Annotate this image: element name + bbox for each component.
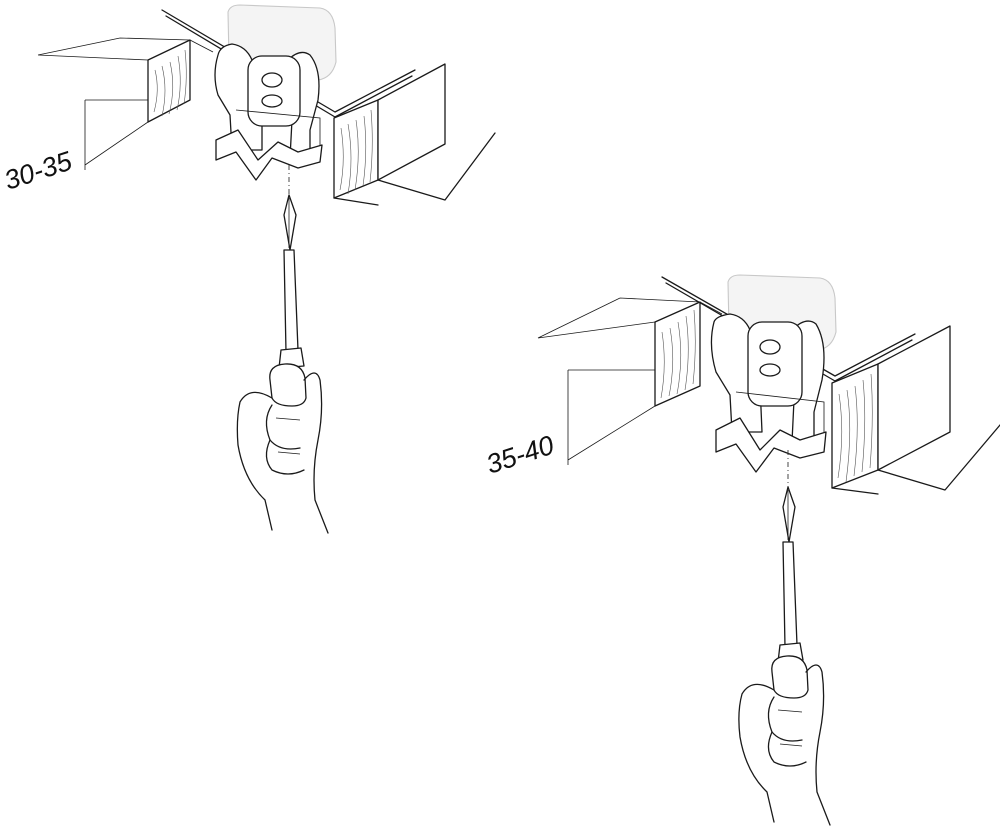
assembly-right: 35-40 bbox=[483, 274, 1000, 826]
spring-clip-right bbox=[710, 313, 827, 473]
assembly-left: 30-35 bbox=[1, 4, 496, 534]
hand-icon bbox=[738, 655, 831, 826]
wood-beam-right-a bbox=[537, 297, 723, 407]
screwdriver-icon bbox=[278, 194, 305, 369]
dimension-label-left: 30-35 bbox=[1, 146, 77, 196]
spring-clip-left bbox=[214, 43, 323, 181]
hand-icon bbox=[236, 363, 329, 534]
wood-beam-right-b bbox=[831, 325, 1000, 495]
screwdriver-icon bbox=[777, 486, 804, 663]
wood-beam-left-a bbox=[37, 37, 214, 123]
dimension-marks-left bbox=[84, 99, 149, 170]
wood-beam-left-b bbox=[333, 63, 496, 206]
dimension-label-right: 35-40 bbox=[483, 430, 558, 480]
dimension-marks-right bbox=[567, 369, 656, 465]
